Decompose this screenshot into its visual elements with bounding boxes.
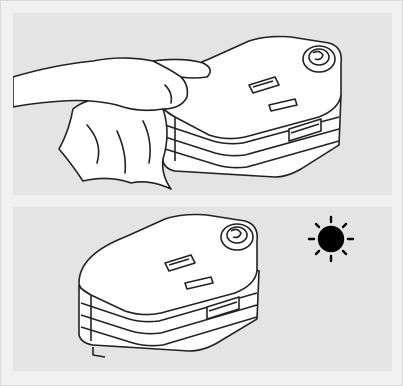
water-tank-device bbox=[163, 37, 341, 178]
wipe-illustration bbox=[13, 13, 392, 195]
water-tank-device bbox=[79, 215, 259, 358]
step-wipe-panel bbox=[13, 13, 392, 195]
sun-icon bbox=[309, 217, 353, 261]
dry-illustration bbox=[13, 207, 392, 371]
step-dry-panel bbox=[13, 207, 392, 371]
